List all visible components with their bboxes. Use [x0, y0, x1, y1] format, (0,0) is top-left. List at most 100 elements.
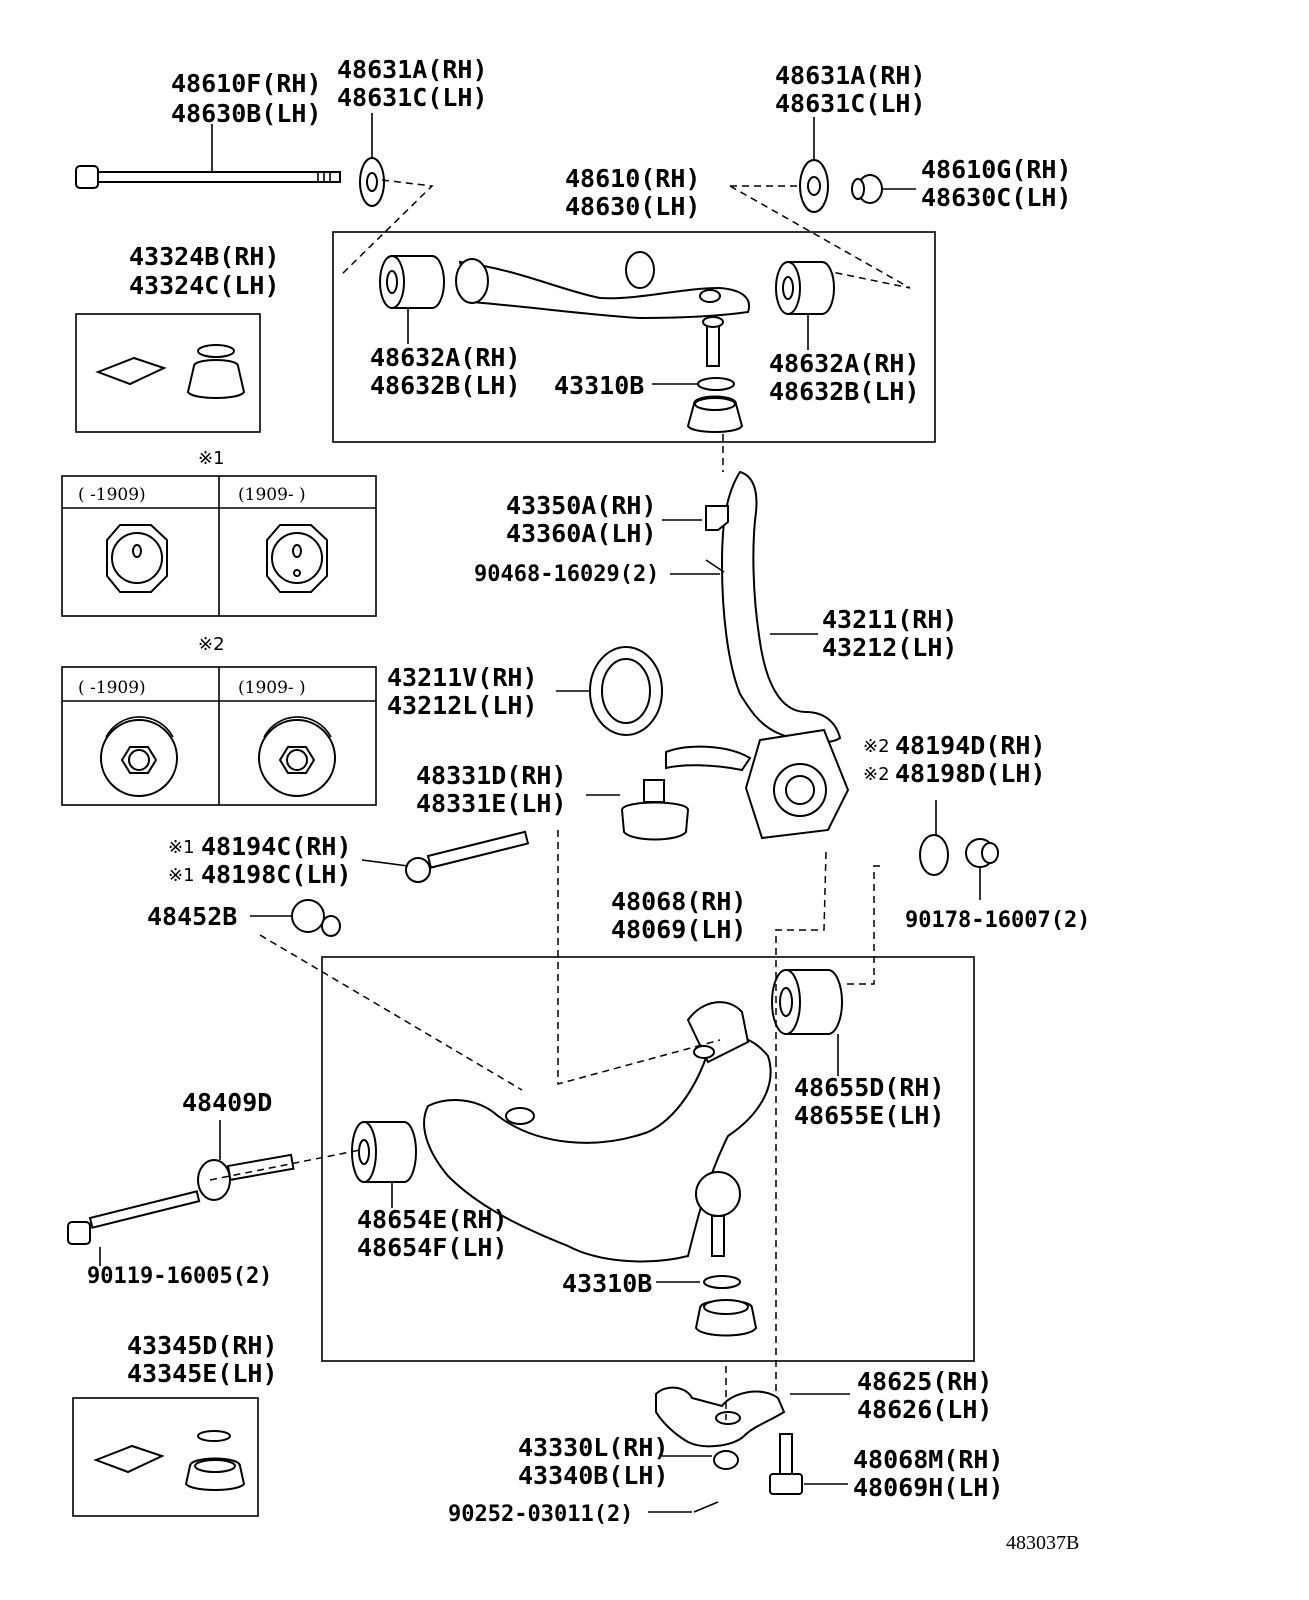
- castle-nut-icon: [713, 1450, 739, 1470]
- label-48068M: 48068M(RH): [853, 1445, 1004, 1474]
- label-48610F: 48610F(RH): [171, 69, 322, 98]
- label-43345E: 43345E(LH): [127, 1359, 278, 1388]
- label-43310B-lower: 43310B: [562, 1269, 652, 1298]
- nut-icon-top: [851, 174, 883, 204]
- long-bolt-icon: [75, 165, 341, 189]
- cam-washer-icon: [919, 834, 949, 876]
- diagram-code: 483037B: [1006, 1532, 1079, 1554]
- label-90468: 90468-16029(2): [474, 562, 659, 587]
- label-48631A-left: 48631A(RH): [337, 55, 488, 84]
- label-43212L: 43212L(LH): [387, 691, 538, 720]
- label-48631C-right: 48631C(LH): [775, 89, 926, 118]
- mark-2: ※2: [198, 634, 225, 655]
- cam-bolt-icon: [405, 830, 530, 883]
- cotter-pin-icon-upper: [705, 559, 725, 573]
- bump-stopper-icon: [620, 779, 690, 841]
- cam-plate-icon-old: [100, 716, 178, 797]
- label-48069H: 48069H(LH): [853, 1473, 1004, 1502]
- label-48632A-left: 48632A(RH): [370, 343, 521, 372]
- dust-boot-icon-lower: [694, 1299, 758, 1337]
- upper-control-arm: [455, 251, 750, 320]
- washer-icon-left: [359, 157, 385, 207]
- inset-1: ( -1909) (1909- ): [61, 475, 377, 617]
- label-48626: 48626(LH): [857, 1395, 992, 1424]
- knuckle-insert-icon: [705, 505, 729, 531]
- mark-48194C: ※1: [168, 837, 195, 858]
- label-48610G: 48610G(RH): [921, 155, 1072, 184]
- label-48625: 48625(RH): [857, 1367, 992, 1396]
- label-48654E: 48654E(RH): [357, 1205, 508, 1234]
- label-90119: 90119-16005(2): [87, 1264, 272, 1289]
- inset1-col-right: (1909- ): [238, 485, 306, 505]
- boot-kit-box-lower: [72, 1397, 259, 1517]
- label-48632B-right: 48632B(LH): [769, 377, 920, 406]
- label-48331D: 48331D(RH): [416, 761, 567, 790]
- boot-kit-icon-lower: [184, 1430, 246, 1491]
- snap-ring-icon-upper: [697, 377, 735, 391]
- label-48069: 48069(LH): [611, 915, 746, 944]
- ball-joint-stud-upper: [702, 316, 724, 367]
- bracket-bolt-icon: [769, 1433, 803, 1495]
- label-48654F: 48654F(LH): [357, 1233, 508, 1262]
- bushing-icon-lower-rear: [771, 969, 843, 1035]
- label-48198C: 48198C(LH): [201, 860, 352, 889]
- arm-bracket-icon: [655, 1386, 786, 1448]
- label-48409D: 48409D: [182, 1088, 272, 1117]
- inset2-col-right: (1909- ): [238, 678, 306, 698]
- label-43330L: 43330L(RH): [518, 1433, 669, 1462]
- label-48194D: 48194D(RH): [895, 731, 1046, 760]
- cotter-pin-icon-lower: [693, 1501, 719, 1513]
- upper-arm-box: [332, 231, 936, 443]
- label-48631C-left: 48631C(LH): [337, 83, 488, 112]
- ball-joint-icon-lower: [695, 1171, 741, 1257]
- label-43324B: 43324B(RH): [129, 242, 280, 271]
- seal-icon: [589, 646, 663, 736]
- label-48610: 48610(RH): [565, 164, 700, 193]
- label-43211: 43211(RH): [822, 605, 957, 634]
- cam-plate-icon: [291, 899, 341, 937]
- label-48631A-right: 48631A(RH): [775, 61, 926, 90]
- inset1-col-left: ( -1909): [78, 485, 146, 505]
- label-43360A: 43360A(LH): [506, 519, 657, 548]
- labels: 48610F(RH) 48630B(LH) 48631A(RH) 48631C(…: [87, 55, 1090, 1554]
- label-43211V: 43211V(RH): [387, 663, 538, 692]
- mark-48194D: ※2: [863, 736, 890, 757]
- label-48632A-right: 48632A(RH): [769, 349, 920, 378]
- cam-adjuster-icon: [197, 1153, 295, 1201]
- grease-pack-icon-lower: [93, 1444, 165, 1474]
- label-48452B: 48452B: [147, 902, 237, 931]
- label-43212: 43212(LH): [822, 633, 957, 662]
- cam-nut-icon-new: [266, 524, 328, 593]
- bushing-icon-lower-front: [351, 1121, 417, 1183]
- label-48630: 48630(LH): [565, 192, 700, 221]
- label-48194C: 48194C(RH): [201, 832, 352, 861]
- grease-pack-icon-upper: [95, 356, 167, 386]
- label-43345D: 43345D(RH): [127, 1331, 278, 1360]
- lower-control-arm: [423, 1001, 772, 1263]
- boot-kit-box-upper: [75, 313, 261, 433]
- dust-boot-icon-upper: [686, 395, 744, 433]
- label-48655D: 48655D(RH): [794, 1073, 945, 1102]
- label-48331E: 48331E(LH): [416, 789, 567, 818]
- label-43324C: 43324C(LH): [129, 271, 280, 300]
- snap-ring-icon-lower: [703, 1275, 741, 1289]
- steering-knuckle: [665, 470, 850, 840]
- lower-arm-box: [321, 956, 975, 1362]
- label-48655E: 48655E(LH): [794, 1101, 945, 1130]
- label-48198D: 48198D(LH): [895, 759, 1046, 788]
- label-48632B-left: 48632B(LH): [370, 371, 521, 400]
- cam-nut-icon: [965, 838, 999, 868]
- cam-plate-icon-new: [258, 716, 336, 797]
- lower-bolt-icon: [67, 1190, 201, 1245]
- label-90178: 90178-16007(2): [905, 908, 1090, 933]
- mark-1: ※1: [198, 448, 225, 469]
- bushing-icon-upper-right: [775, 261, 835, 315]
- washer-icon-right: [799, 159, 829, 213]
- bushing-icon-upper-left: [379, 255, 445, 309]
- label-43350A: 43350A(RH): [506, 491, 657, 520]
- boot-kit-icon-upper: [186, 344, 246, 399]
- cam-nut-icon-old: [106, 524, 168, 593]
- inset-2: ( -1909) (1909- ): [61, 666, 377, 806]
- label-90252: 90252-03011(2): [448, 1502, 633, 1527]
